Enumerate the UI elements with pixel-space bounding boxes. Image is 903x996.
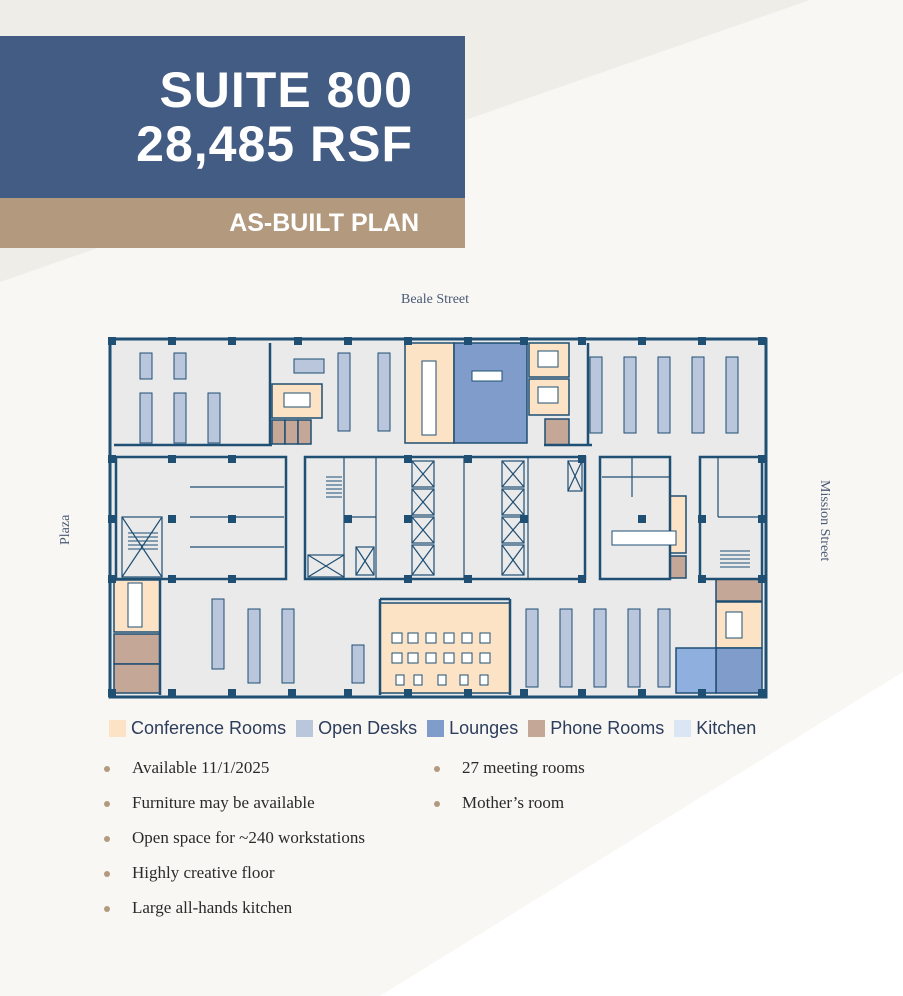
feature-text: 27 meeting rooms <box>462 758 585 777</box>
legend-swatch-phone-rooms <box>528 719 546 737</box>
legend: Conference Rooms Open Desks Lounges Phon… <box>109 716 766 740</box>
feature-text: Highly creative floor <box>132 863 275 882</box>
subtitle-banner: AS-BUILT PLAN <box>0 198 465 248</box>
legend-swatch-conference <box>109 719 126 737</box>
feature-item: Available 11/1/2025 <box>104 757 365 792</box>
lounges <box>453 342 763 694</box>
legend-item-kitchen: Kitchen <box>674 718 756 739</box>
bullet-dot-icon <box>104 906 110 912</box>
legend-label: Conference Rooms <box>131 717 287 738</box>
legend-item-phone-rooms: Phone Rooms <box>528 718 664 739</box>
feature-text: Large all-hands kitchen <box>132 898 293 917</box>
structural-columns <box>108 337 766 697</box>
bullet-dot-icon <box>104 801 110 807</box>
bullet-dot-icon <box>104 766 110 772</box>
bullet-dot-icon <box>104 871 110 877</box>
legend-item-conference: Conference Rooms <box>109 718 286 739</box>
feature-text: Mother’s room <box>462 793 565 812</box>
feature-item: Open space for ~240 workstations <box>104 827 365 862</box>
legend-item-open-desks: Open Desks <box>296 718 417 739</box>
bullet-dot-icon <box>434 801 440 807</box>
bullet-dot-icon <box>104 836 110 842</box>
desk-clusters <box>139 352 739 688</box>
legend-label: Lounges <box>449 717 519 738</box>
suite-title: SUITE 800 <box>159 62 413 118</box>
legend-label: Phone Rooms <box>550 717 665 738</box>
title-banner: SUITE 800 28,485 RSF <box>0 36 465 198</box>
legend-label: Kitchen <box>696 717 757 738</box>
feature-item: Mother’s room <box>434 792 585 827</box>
street-label-north: Beale Street <box>401 292 470 307</box>
feature-item: Large all-hands kitchen <box>104 897 365 932</box>
building-core <box>114 455 764 581</box>
legend-swatch-lounges <box>427 719 445 737</box>
floor-plan <box>108 337 768 699</box>
feature-item: 27 meeting rooms <box>434 757 585 792</box>
legend-swatch-kitchen <box>674 719 692 737</box>
suite-area: 28,485 RSF <box>136 116 413 172</box>
plan-subtitle: AS-BUILT PLAN <box>229 209 419 237</box>
legend-swatch-open-desks <box>296 719 314 737</box>
feature-text: Open space for ~240 workstations <box>132 828 365 847</box>
feature-text: Furniture may be available <box>132 793 315 812</box>
feature-item: Furniture may be available <box>104 792 365 827</box>
features-list-right: 27 meeting rooms Mother’s room <box>434 757 585 827</box>
legend-label: Open Desks <box>318 717 418 738</box>
kitchen-area <box>675 647 717 694</box>
bullet-dot-icon <box>434 766 440 772</box>
feature-item: Highly creative floor <box>104 862 365 897</box>
legend-item-lounges: Lounges <box>427 718 518 739</box>
feature-text: Available 11/1/2025 <box>132 758 270 777</box>
features-list-left: Available 11/1/2025 Furniture may be ava… <box>104 757 365 932</box>
street-label-west: Plaza <box>58 514 73 545</box>
street-label-east: Mission Street <box>817 480 832 562</box>
